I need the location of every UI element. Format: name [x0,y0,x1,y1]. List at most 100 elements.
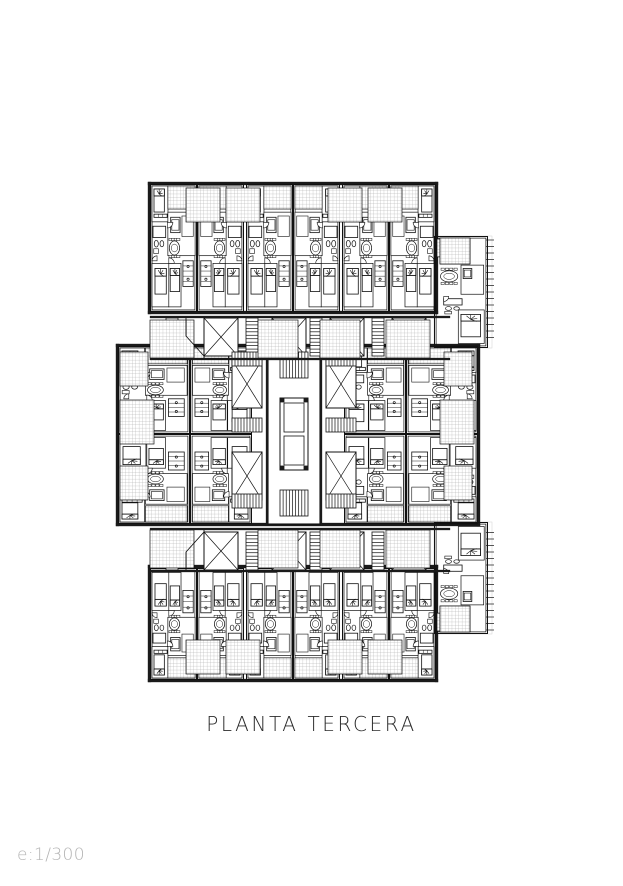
door-arc [223,491,230,498]
burner [174,464,178,468]
table-top [406,240,418,256]
dining-table-symbol [213,614,226,634]
wardrobe-symbol [153,213,168,218]
elevator-shaft [203,531,239,571]
sofa-symbol [370,489,385,502]
table-inner [408,620,416,628]
stair-run [371,531,385,571]
burner [418,464,422,468]
kitchen-counter-symbol [374,590,386,614]
pillow-line [314,601,318,605]
toilet [427,624,433,632]
chair [445,585,449,588]
bathroom-fixtures [419,618,434,644]
vanity [249,248,255,254]
counter [278,260,290,287]
table-top [212,473,227,485]
door-swing [368,394,375,401]
table-top [440,587,459,600]
pillow-line [155,404,160,408]
bed-symbol [121,502,139,520]
door-swing [315,610,322,617]
stair-outline [279,489,309,517]
wall-segment [149,569,451,573]
pillow-line [214,406,220,408]
chair [405,238,410,241]
door-arc [368,467,375,475]
pillow-line [159,670,163,672]
chair [453,282,458,285]
pillow-line [356,460,360,464]
kitchen-counter-symbol [200,260,212,287]
door-arc [168,257,175,264]
door-swing [412,640,419,647]
shaft-cross [203,317,239,357]
burner [418,410,422,413]
door-swing [411,610,418,617]
door-swing [359,222,366,229]
terrace-tile [119,399,155,445]
table-inner [170,243,178,253]
pillow-line [373,460,378,464]
chair [376,484,380,487]
pillow-line [270,601,274,605]
chair [219,471,224,474]
bed-symbol [309,585,321,607]
pillow-line [218,601,222,605]
chair [151,471,156,474]
living-furniture [277,633,290,653]
pillow-line [160,272,165,275]
pillow-line [218,404,223,408]
wardrobe-body [418,213,433,218]
bathroom-fixtures [152,618,167,644]
toilet [249,624,255,632]
pillow-line [366,269,370,274]
sink [351,240,357,248]
apartment-unit [344,434,406,524]
door-arc [443,296,450,302]
light-well-panel [283,402,305,433]
bed-symbol [419,583,432,607]
chair [223,484,227,487]
door-swing [151,255,158,262]
pillow-line [407,601,412,603]
sink [229,624,235,631]
pillow-line [233,600,237,605]
chair [212,471,217,474]
burner [186,606,190,610]
burner [396,277,400,281]
burner [204,264,208,268]
burner [378,606,382,610]
pillow-line [311,272,316,274]
sofa-cushion [372,370,383,379]
table-top [147,473,164,485]
pillow-line [216,601,220,605]
chair [216,484,220,487]
sofa-symbol [211,368,226,380]
wall-segment [149,315,451,319]
table-top [310,617,322,631]
burner [300,595,304,599]
chair [376,394,380,398]
pillow-line [160,600,164,605]
chair [216,394,220,398]
terrace-tile [385,529,431,569]
vanity [427,618,433,624]
pillow-line [230,270,234,275]
burner [392,401,396,405]
dining-table-symbol [212,382,227,398]
chair [223,382,227,386]
shaft-cross [203,531,239,571]
door-arc [223,372,230,379]
terrace-layer [119,187,475,675]
chair [155,394,160,398]
pillow-line [312,269,316,274]
structural-post [303,465,309,471]
chair [369,382,373,386]
pillow-line [152,460,157,464]
burner [282,277,286,281]
burner [392,410,396,413]
bathtub [443,298,463,306]
pillow-line [155,460,160,464]
page-title: PLANTA TERCERA [206,712,417,736]
